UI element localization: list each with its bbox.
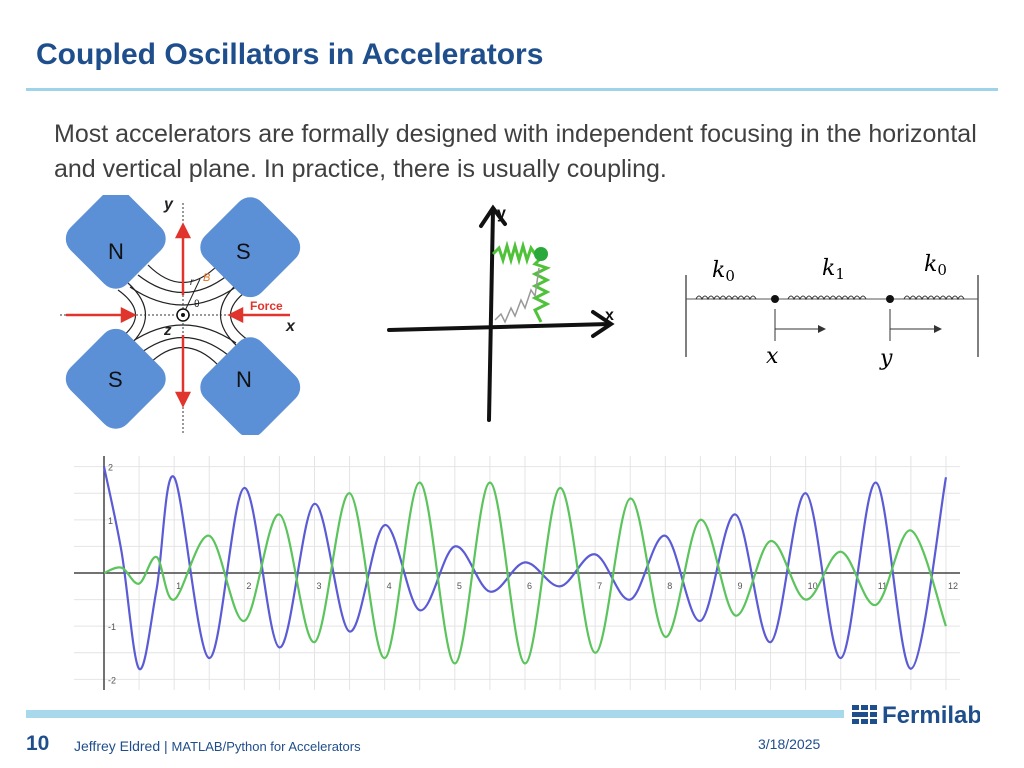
mass-x-icon: [771, 295, 779, 303]
beam-center-dot: [181, 313, 185, 317]
sketch-y-label: y: [497, 205, 506, 222]
spring-k0-left: k0: [712, 258, 735, 285]
y-tick-label: 2: [108, 463, 113, 473]
footer-credit: Jeffrey Eldred | MATLAB/Python for Accel…: [74, 738, 361, 754]
mass-y-arrowhead: [934, 325, 942, 333]
sketch-y-axis: [487, 208, 495, 422]
footer-date: 3/18/2025: [758, 736, 821, 752]
fermilab-logo-icon: [852, 705, 877, 724]
y-tick-label: -1: [108, 622, 116, 632]
b-field-label: B: [203, 272, 210, 284]
mass-y-icon: [886, 295, 894, 303]
r-label: r: [190, 277, 194, 288]
x-tick-label: 1: [176, 581, 181, 591]
vertical-spring: [531, 256, 551, 323]
fermilab-logo: Fermilab: [852, 702, 980, 729]
force-arrows: [66, 222, 290, 408]
quadrupole-magnet-diagram: N S S N y x z Force B r θ: [60, 195, 301, 435]
y-tick-label: -2: [108, 675, 116, 685]
y-tick-label: 1: [108, 516, 113, 526]
pole-label-tr: S: [236, 239, 251, 264]
x-tick-label: 5: [457, 581, 462, 591]
sketch-x-label: x: [605, 307, 614, 324]
horizontal-spring: [491, 240, 537, 266]
x-tick-label: 11: [878, 581, 887, 591]
page-number: 10: [26, 732, 50, 755]
force-label: Force: [250, 299, 283, 313]
footer-course: MATLAB/Python for Accelerators: [171, 739, 361, 754]
footer-separator: |: [160, 738, 172, 754]
slide-body-text: Most accelerators are formally designed …: [54, 120, 977, 183]
diagonal-spring: [494, 267, 540, 324]
coupled-spring-sketch: y x: [387, 204, 615, 422]
spring-k1: k1: [822, 256, 845, 283]
x-tick-label: 12: [948, 581, 958, 591]
mass-icon: [534, 247, 548, 261]
x-tick-label: 8: [667, 581, 672, 591]
x-tick-label: 3: [316, 581, 321, 591]
mass-x-label: x: [766, 344, 779, 369]
sketch-y-arrow: [479, 204, 507, 228]
pole-label-tl: N: [108, 239, 124, 264]
x-tick-label: 6: [527, 581, 532, 591]
x-tick-label: 7: [597, 581, 602, 591]
footer-bar: [26, 710, 844, 718]
spring-coils: [695, 295, 965, 301]
series-line-1: [103, 481, 948, 665]
sketch-x-arrow: [591, 310, 615, 338]
quad-x-label: x: [285, 318, 296, 335]
spring-chain-diagram: k0 k1 k0 x y: [685, 252, 979, 371]
title-divider: [26, 88, 998, 91]
footer-author: Jeffrey Eldred: [74, 738, 161, 754]
quad-z-label: z: [163, 322, 172, 339]
x-tick-label: 9: [737, 581, 742, 591]
magnet-poles: [65, 195, 301, 435]
pole-label-bl: S: [108, 367, 123, 392]
x-tick-label: 10: [808, 581, 818, 591]
fermilab-logo-text: Fermilab: [882, 702, 980, 729]
quad-y-label: y: [163, 196, 174, 213]
mass-y-label: y: [879, 346, 893, 371]
series-line-0: [102, 466, 948, 670]
spring-k0-right: k0: [924, 252, 947, 279]
mass-x-arrowhead: [818, 325, 826, 333]
slide-title: Coupled Oscillators in Accelerators: [36, 38, 544, 71]
theta-label: θ: [194, 299, 200, 310]
sketch-x-axis: [387, 322, 611, 332]
pole-label-br: N: [236, 367, 252, 392]
x-tick-label: 4: [387, 581, 392, 591]
x-tick-label: 2: [246, 581, 251, 591]
